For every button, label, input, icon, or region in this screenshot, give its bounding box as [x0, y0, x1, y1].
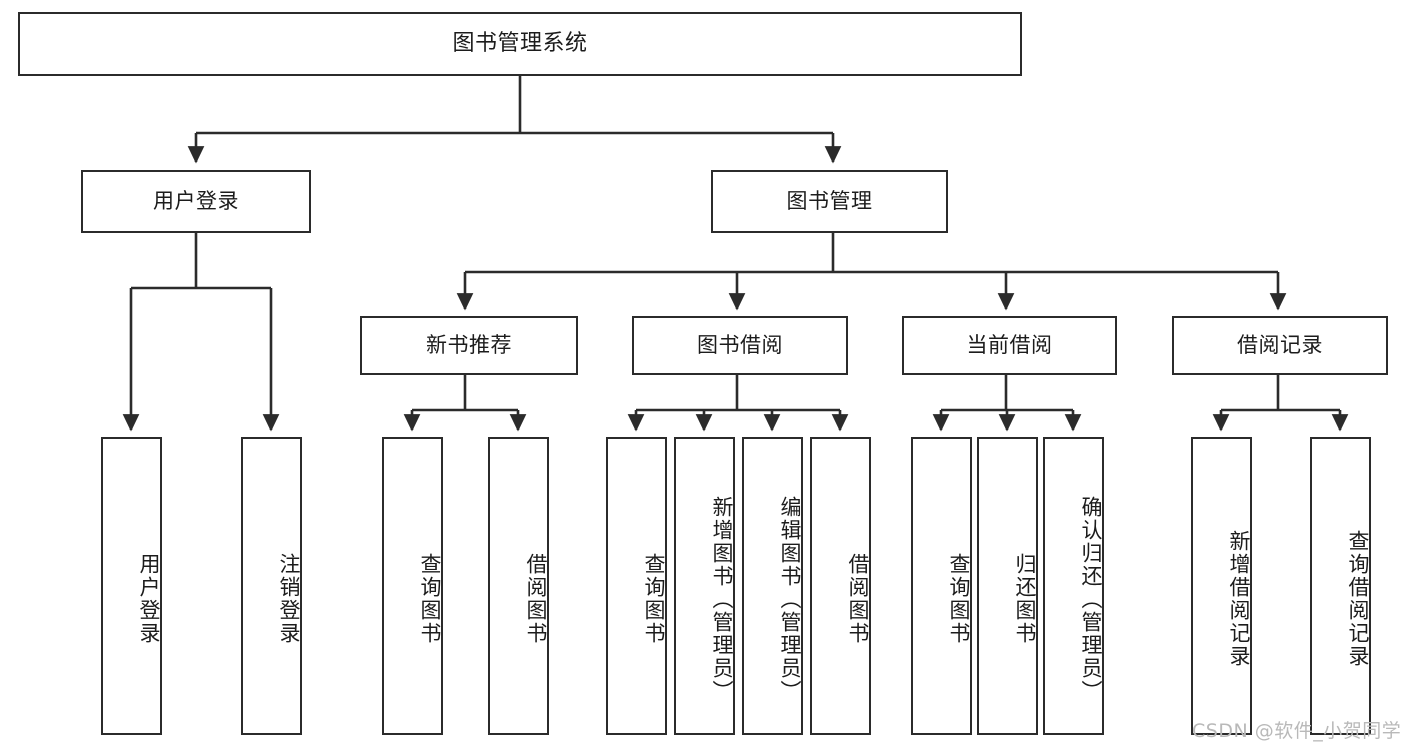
leaf-label: 注销登录: [277, 553, 301, 645]
node-current-borrow[interactable]: 当前借阅: [902, 316, 1117, 375]
leaf-label: 借阅图书: [524, 553, 548, 645]
node-root[interactable]: 图书管理系统: [18, 12, 1022, 76]
node-borrow-records-label: 借阅记录: [1237, 333, 1323, 358]
leaf-label: 新增借阅记录: [1227, 530, 1251, 668]
leaf-label: 借阅图书: [846, 553, 870, 645]
leaf-recommend-query-book[interactable]: 查询图书: [382, 437, 443, 735]
leaf-current-query-book[interactable]: 查询图书: [911, 437, 972, 735]
node-user-login-label: 用户登录: [153, 189, 239, 214]
leaf-user-login-logout[interactable]: 注销登录: [241, 437, 302, 735]
node-current-borrow-label: 当前借阅: [966, 333, 1053, 358]
leaf-current-confirm-return-admin[interactable]: 确认归还（管理员）: [1043, 437, 1104, 735]
leaf-records-query-record[interactable]: 查询借阅记录: [1310, 437, 1371, 735]
leaf-label: 确认归还（管理员）: [1079, 495, 1103, 703]
node-book-borrow-label: 图书借阅: [697, 333, 783, 358]
node-new-book-recommend-label: 新书推荐: [426, 333, 512, 358]
leaf-current-return-book[interactable]: 归还图书: [977, 437, 1038, 735]
leaf-label: 查询图书: [947, 553, 971, 645]
csdn-watermark: CSDN @软件_小贺同学: [1192, 720, 1402, 742]
leaf-label: 归还图书: [1013, 553, 1037, 645]
node-borrow-records[interactable]: 借阅记录: [1172, 316, 1388, 375]
leaf-borrow-query-book[interactable]: 查询图书: [606, 437, 667, 735]
node-book-borrow[interactable]: 图书借阅: [632, 316, 848, 375]
leaf-label: 查询图书: [418, 553, 442, 645]
node-book-management-label: 图书管理: [786, 189, 873, 214]
leaf-user-login-login[interactable]: 用户登录: [101, 437, 162, 735]
node-root-label: 图书管理系统: [452, 31, 588, 57]
node-book-management[interactable]: 图书管理: [711, 170, 948, 233]
leaf-records-add-record[interactable]: 新增借阅记录: [1191, 437, 1252, 735]
leaf-borrow-borrow-book[interactable]: 借阅图书: [810, 437, 871, 735]
leaf-borrow-edit-book-admin[interactable]: 编辑图书（管理员）: [742, 437, 803, 735]
node-new-book-recommend[interactable]: 新书推荐: [360, 316, 578, 375]
leaf-label: 新增图书（管理员）: [710, 495, 734, 703]
leaf-recommend-borrow-book[interactable]: 借阅图书: [488, 437, 549, 735]
leaf-label: 用户登录: [137, 553, 161, 645]
leaf-borrow-add-book-admin[interactable]: 新增图书（管理员）: [674, 437, 735, 735]
leaf-label: 查询图书: [642, 553, 666, 645]
leaf-label: 查询借阅记录: [1346, 530, 1370, 668]
node-user-login[interactable]: 用户登录: [81, 170, 311, 233]
leaf-label: 编辑图书（管理员）: [778, 495, 802, 703]
